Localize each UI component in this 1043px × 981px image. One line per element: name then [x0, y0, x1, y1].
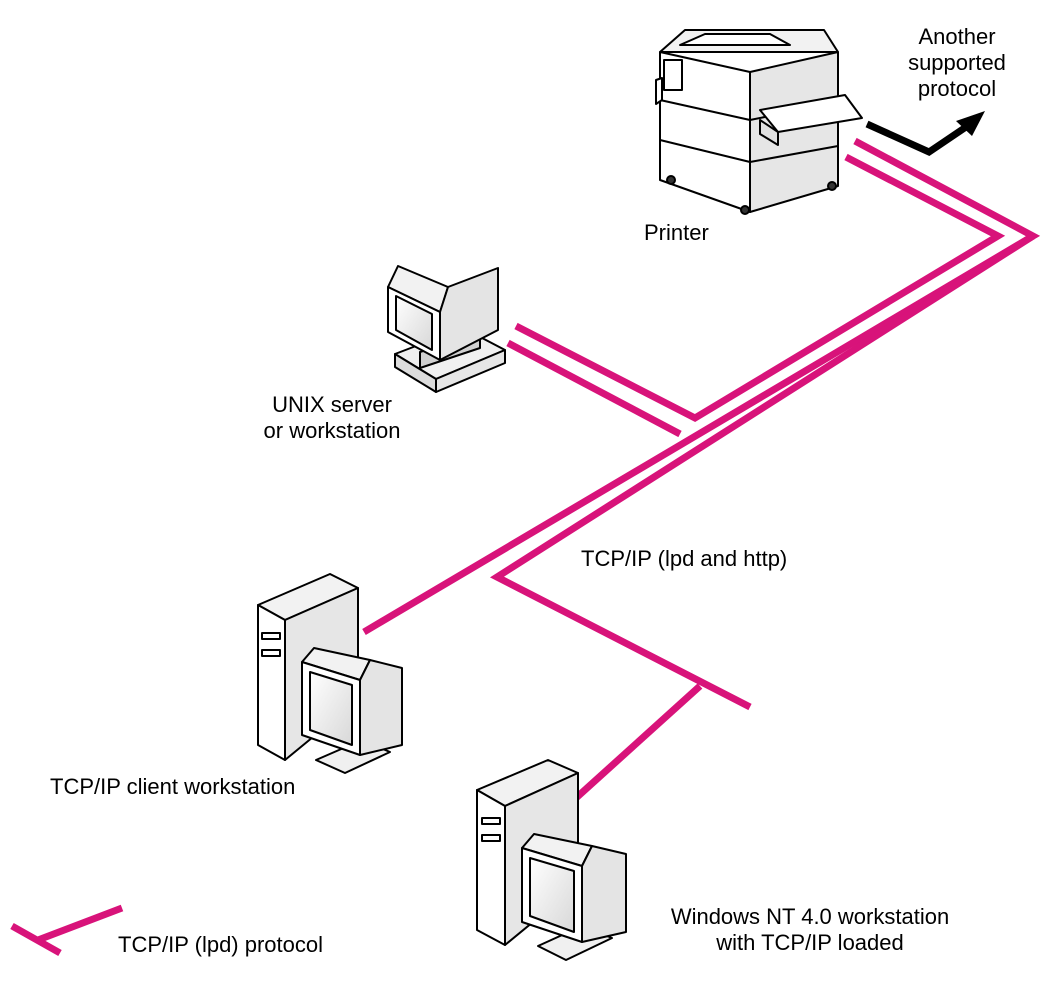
printer-link-inner [514, 153, 1006, 423]
unix-link [506, 339, 682, 438]
lpd-http-line [489, 233, 1035, 711]
http-line-label: TCP/IP (lpd and http) [581, 546, 788, 571]
nt-label: Windows NT 4.0 workstation with TCP/IP l… [640, 904, 980, 956]
nt-link [573, 683, 703, 801]
unix-label-line1: UNIX server [272, 392, 392, 417]
printer-link-outer [362, 137, 1041, 636]
unix-label-line2: or workstation [263, 418, 401, 443]
desktop-tower-icon [257, 573, 403, 774]
monitor-icon [387, 265, 506, 393]
other-protocol-line3: protocol [917, 76, 997, 101]
legend-label: TCP/IP (lpd) protocol [118, 932, 324, 957]
other-protocol-line2: supported [908, 50, 1006, 75]
network-lines [362, 137, 1041, 801]
desktop-tower-icon [476, 759, 627, 961]
other-protocol-line1: Another [918, 24, 996, 49]
printer-icon [655, 29, 863, 215]
arrow-icon [865, 111, 985, 156]
unix-label: UNIX server or workstation [252, 392, 412, 444]
network-line-icon [10, 904, 124, 957]
nt-label-line1: Windows NT 4.0 workstation [670, 904, 950, 929]
other-protocol-label: Another supported protocol [902, 24, 1012, 102]
client-label: TCP/IP client workstation [50, 774, 296, 799]
nt-label-line2: with TCP/IP loaded [716, 930, 904, 955]
printer-label: Printer [644, 220, 709, 245]
